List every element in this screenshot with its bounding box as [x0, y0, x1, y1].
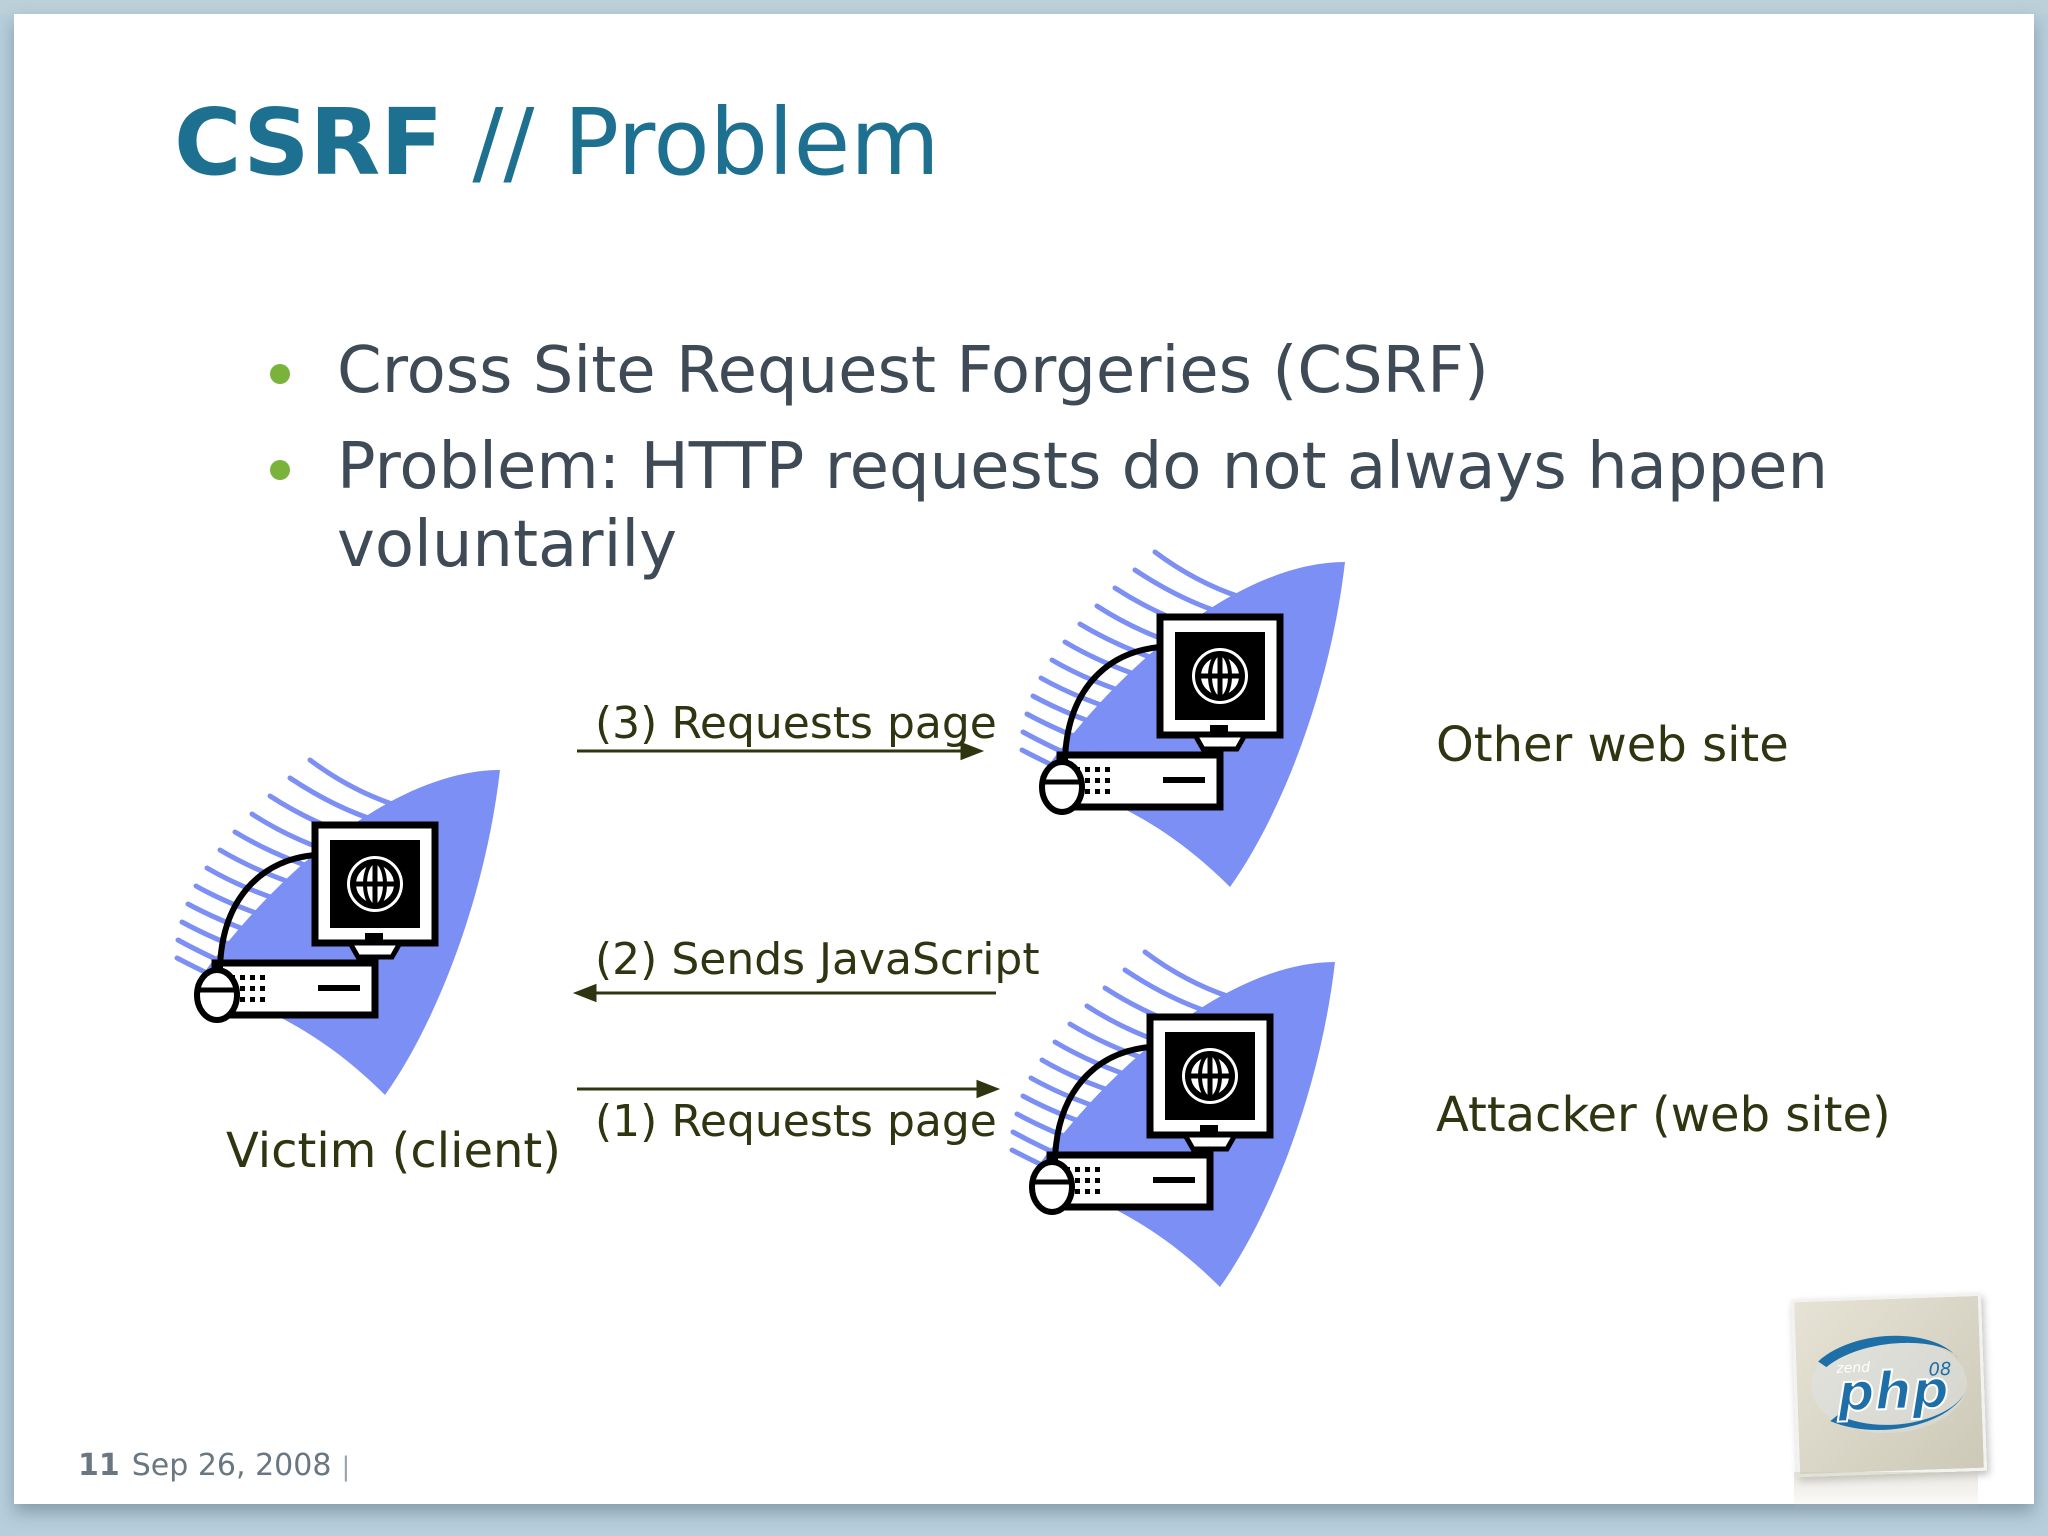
bullet-item: Cross Site Request Forgeries (CSRF)	[265, 332, 1865, 410]
slide-title: CSRF // Problem	[174, 88, 940, 198]
php-logo-icon: zend php 08	[1811, 1335, 1967, 1434]
arrow-label-step3: (3) Requests page	[595, 698, 997, 749]
title-suffix: // Problem	[443, 89, 940, 196]
node-label-attacker: Attacker (web site)	[1436, 1087, 1891, 1143]
slide-footer: 11 Sep 26, 2008 |	[78, 1448, 350, 1483]
zend-php-logo: zend php 08	[1790, 1292, 1988, 1478]
bullet-item: Problem: HTTP requests do not always hap…	[265, 428, 1865, 584]
footer-divider: |	[341, 1452, 351, 1482]
arrow-left-icon	[572, 983, 597, 1003]
logo-brand-text: zend	[1835, 1360, 1870, 1377]
arrow-right-icon	[960, 741, 985, 761]
logo-reflection	[1794, 1472, 1978, 1512]
footer-date: Sep 26, 2008	[131, 1448, 332, 1483]
window-backdrop	[0, 0, 2048, 14]
title-keyword: CSRF	[174, 89, 444, 196]
attacker-computer-icon	[1012, 952, 1335, 1287]
victim-computer-icon	[177, 760, 500, 1095]
node-label-victim: Victim (client)	[226, 1123, 561, 1179]
node-label-other-site: Other web site	[1436, 717, 1789, 773]
bullet-dot-icon	[270, 460, 290, 480]
bullet-dot-icon	[270, 364, 290, 384]
arrow-label-step2: (2) Sends JavaScript	[595, 934, 1040, 985]
other-site-computer-icon	[1022, 552, 1345, 887]
bullet-text: Cross Site Request Forgeries (CSRF)	[337, 334, 1489, 408]
arrow-right-icon	[976, 1079, 1001, 1099]
arrow-label-step1: (1) Requests page	[595, 1096, 997, 1147]
logo-product-text: php	[1835, 1360, 1949, 1424]
slide	[14, 14, 2034, 1504]
logo-year-text: 08	[1928, 1359, 1952, 1381]
bullet-text: Problem: HTTP requests do not always hap…	[337, 430, 1829, 582]
page-number: 11	[78, 1448, 120, 1483]
bullet-list: Cross Site Request Forgeries (CSRF) Prob…	[265, 332, 1865, 602]
